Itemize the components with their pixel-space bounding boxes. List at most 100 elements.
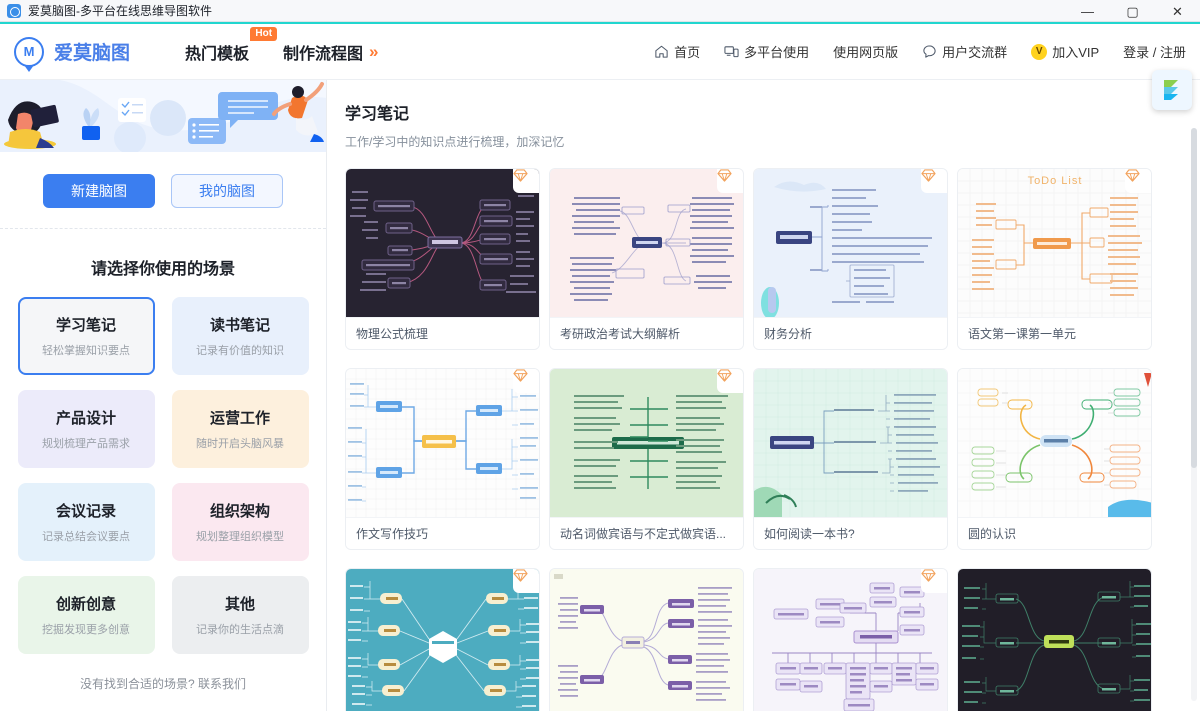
template-label: 圆的认识 (958, 517, 1151, 549)
sidebar-footer: 没有找到合适的场景? 联系我们 (0, 675, 326, 711)
main-content: 学习笔记 工作/学习中的知识点进行梳理，加深记忆 (327, 80, 1200, 711)
hot-badge: Hot (250, 26, 278, 41)
app-icon (7, 3, 21, 18)
scene-card-product-design[interactable]: 产品设计 规划梳理产品需求 (17, 390, 155, 468)
vip-gem-badge (513, 569, 539, 593)
template-label: 如何阅读一本书? (754, 517, 947, 549)
scene-name: 其他 (224, 596, 255, 613)
vip-gem-badge (921, 169, 947, 193)
scene-name: 产品设计 (55, 410, 116, 427)
vip-gem-badge (717, 169, 743, 193)
main-scrollbar-thumb[interactable] (1191, 128, 1197, 468)
scene-card-other[interactable]: 其他 记录你的生活点滴 (171, 576, 309, 654)
template-card[interactable]: 如何阅读一本书? (753, 368, 948, 550)
template-thumbnail (754, 369, 947, 517)
scene-desc: 轻松掌握知识要点 (42, 345, 130, 357)
brand-logo[interactable]: M 爱莫脑图 (14, 36, 131, 67)
template-label: 语文第一课第一单元 (958, 317, 1151, 349)
scene-desc: 记录有价值的知识 (196, 345, 284, 357)
scene-name: 读书笔记 (209, 317, 270, 334)
contact-us-link[interactable]: 没有找到合适的场景? 联系我们 (79, 677, 246, 691)
vip-gem-badge (1125, 169, 1151, 193)
screen-capture-floating-icon[interactable] (1152, 70, 1192, 110)
template-card[interactable] (957, 568, 1152, 711)
left-sidebar: 新建脑图 我的脑图 请选择你使用的场景 学习笔记 轻松掌握知识要点 读书笔记 记… (0, 80, 327, 711)
scene-desc: 记录总结会议要点 (42, 531, 130, 543)
nav-join-vip[interactable]: V 加入VIP (1031, 42, 1099, 61)
nav-multiplatform[interactable]: 多平台使用 (724, 42, 809, 61)
nav-webversion-label: 使用网页版 (833, 45, 899, 60)
close-button[interactable]: ✕ (1172, 3, 1183, 19)
template-thumbnail (550, 569, 743, 711)
vip-gem-badge (513, 169, 539, 193)
brand-name: 爱莫脑图 (54, 43, 131, 64)
scene-card-org-structure[interactable]: 组织架构 规划整理组织模型 (171, 483, 309, 561)
nav-flowchart[interactable]: 制作流程图 » (283, 40, 378, 64)
template-thumbnail (346, 369, 539, 517)
template-thumbnail (346, 169, 539, 317)
template-card[interactable] (549, 568, 744, 711)
scene-name: 运营工作 (209, 410, 270, 427)
scene-name: 组织架构 (209, 503, 270, 520)
scene-card-study-notes[interactable]: 学习笔记 轻松掌握知识要点 (17, 297, 155, 375)
nav-login-register-label: 登录 / 注册 (1123, 45, 1186, 60)
minimize-button[interactable]: — (1081, 3, 1094, 19)
titlebar-accent-line (0, 22, 1200, 24)
template-card[interactable] (753, 568, 948, 711)
vip-gem-badge (921, 569, 947, 593)
nav-usergroup[interactable]: 用户交流群 (922, 42, 1007, 61)
primary-nav-links: 热门模板 Hot 制作流程图 » (185, 26, 379, 64)
sidebar-action-buttons: 新建脑图 我的脑图 (0, 152, 326, 228)
scene-desc: 规划整理组织模型 (196, 531, 284, 543)
template-card[interactable]: 作文写作技巧 (345, 368, 540, 550)
nav-login-register[interactable]: 登录 / 注册 (1123, 42, 1186, 61)
nav-home[interactable]: 首页 (654, 42, 700, 61)
sidebar-banner-illustration (0, 80, 326, 152)
my-mindmaps-button[interactable]: 我的脑图 (171, 174, 283, 208)
template-card[interactable]: 财务分析 (753, 168, 948, 350)
template-thumbnail: ToDo List (958, 169, 1151, 317)
top-navigation-bar: M 爱莫脑图 热门模板 Hot 制作流程图 » 首页 多平台使用 使用网页版 (0, 24, 1200, 80)
nav-webversion[interactable]: 使用网页版 (833, 42, 898, 61)
template-card[interactable] (345, 568, 540, 711)
template-thumbnail (958, 569, 1151, 711)
template-card[interactable]: 动名词做宾语与不定式做宾语... (549, 368, 744, 550)
template-card[interactable]: 考研政治考试大纲解析 (549, 168, 744, 350)
template-label: 考研政治考试大纲解析 (550, 317, 743, 349)
scene-name: 学习笔记 (55, 317, 116, 334)
template-thumbnail (550, 169, 743, 317)
maximize-button[interactable]: ▢ (1126, 3, 1139, 19)
devices-icon (724, 44, 739, 59)
secondary-nav-links: 首页 多平台使用 使用网页版 用户交流群 V 加入VIP 登录 / 注册 (654, 42, 1186, 61)
template-thumbnail (550, 369, 743, 517)
scene-section-title: 请选择你使用的场景 (90, 261, 235, 278)
scene-desc: 记录你的生活点滴 (196, 624, 284, 636)
template-card[interactable]: 圆的认识 (957, 368, 1152, 550)
scene-card-reading-notes[interactable]: 读书笔记 记录有价值的知识 (171, 297, 309, 375)
template-card[interactable]: ToDo List (957, 168, 1152, 350)
template-grid: 物理公式梳理 (345, 168, 1178, 711)
template-card[interactable]: 物理公式梳理 (345, 168, 540, 350)
scene-desc: 挖掘发现更多创意 (42, 624, 130, 636)
scene-name: 创新创意 (55, 596, 116, 613)
scene-card-meeting-notes[interactable]: 会议记录 记录总结会议要点 (17, 483, 155, 561)
nav-hot-templates[interactable]: 热门模板 Hot (185, 26, 278, 64)
template-label: 动名词做宾语与不定式做宾语... (550, 517, 743, 549)
nav-hot-templates-label: 热门模板 (185, 45, 250, 63)
new-mindmap-button[interactable]: 新建脑图 (43, 174, 155, 208)
logo-icon: M (14, 36, 44, 67)
page-subtitle: 工作/学习中的知识点进行梳理，加深记忆 (345, 135, 565, 149)
page-title: 学习笔记 (345, 106, 410, 123)
chat-icon (922, 44, 937, 59)
template-thumbnail (346, 569, 539, 711)
window-title: 爱莫脑图-多平台在线思维导图软件 (28, 4, 212, 18)
scene-card-innovation[interactable]: 创新创意 挖掘发现更多创意 (17, 576, 155, 654)
template-label: 物理公式梳理 (346, 317, 539, 349)
scene-card-operations[interactable]: 运营工作 随时开启头脑风暴 (171, 390, 309, 468)
vip-icon: V (1031, 43, 1048, 60)
template-thumbnail (754, 569, 947, 711)
window-titlebar: 爱莫脑图-多平台在线思维导图软件 — ▢ ✕ (0, 0, 1200, 22)
scene-grid: 学习笔记 轻松掌握知识要点 读书笔记 记录有价值的知识 产品设计 规划梳理产品需… (0, 297, 326, 654)
nav-usergroup-label: 用户交流群 (942, 45, 1008, 60)
double-chevron-right-icon: » (369, 41, 379, 61)
